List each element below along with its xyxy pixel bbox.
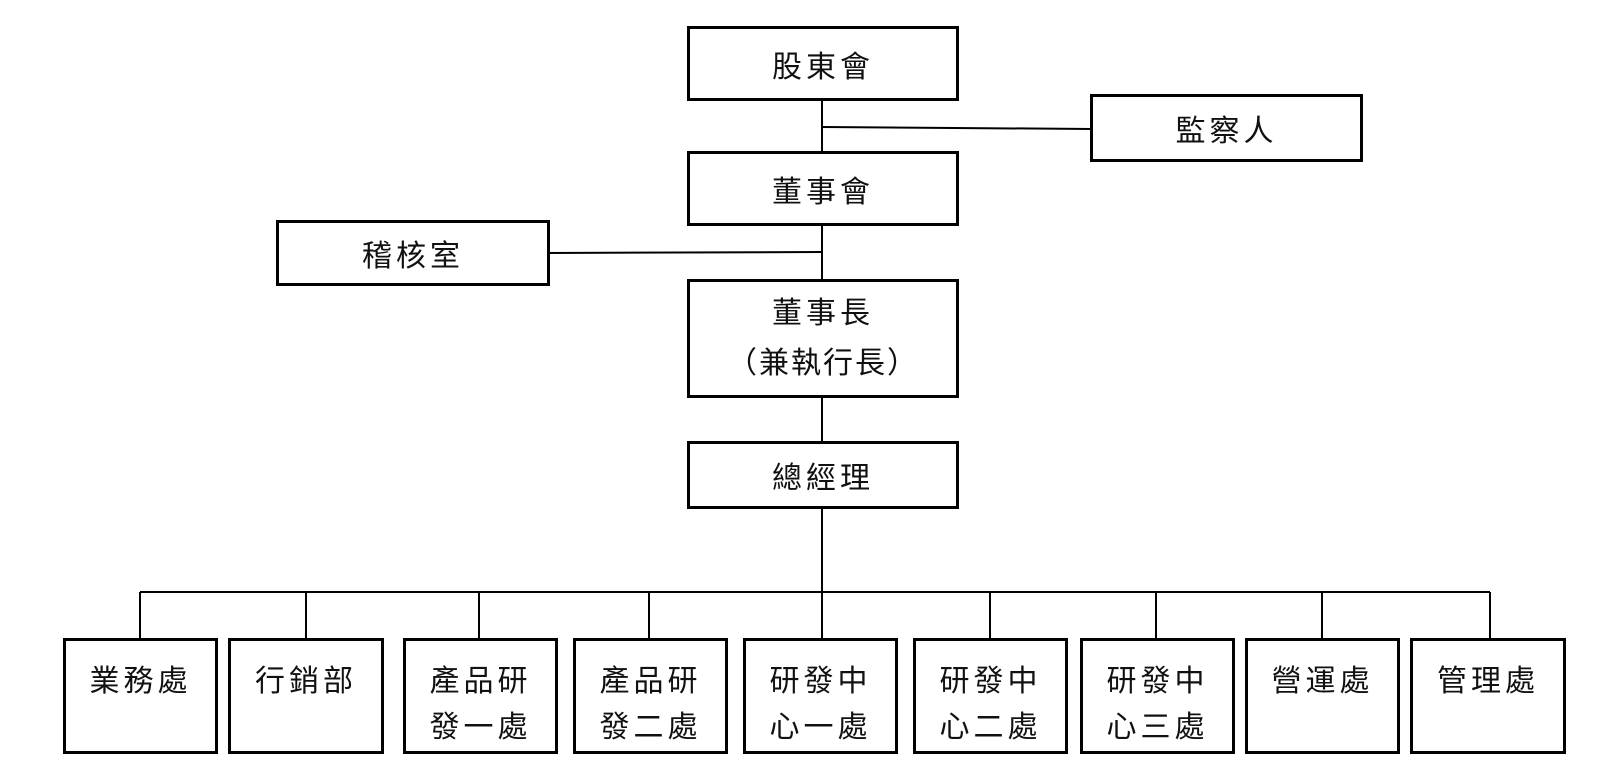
supervisor-label: 監察人 [1175,114,1278,149]
department-line2: 發二處 [599,710,702,745]
department-line1: 研發中 [939,664,1042,699]
department-line2: 發一處 [429,710,532,745]
department-box: 研發中 心二處 [913,638,1068,754]
audit-label: 稽核室 [362,239,464,274]
department-box: 研發中 心三處 [1080,638,1235,754]
department-box: 產品研 發一處 [403,638,558,754]
department-line1: 研發中 [1106,664,1209,699]
general-manager-label: 總經理 [772,461,874,496]
board-box: 董事會 [687,151,959,226]
general-manager-box: 總經理 [687,441,959,509]
chairman-subtitle: （兼執行長） [727,345,919,381]
shareholders-box: 股東會 [687,26,959,101]
department-box: 產品研 發二處 [573,638,728,754]
department-line1: 產品研 [599,664,702,699]
chairman-box: 董事長 （兼執行長） [687,279,959,398]
department-line2: 心一處 [769,710,872,745]
department-line1: 營運處 [1271,664,1374,699]
connector-audit [547,251,823,254]
department-line1: 研發中 [769,664,872,699]
connector-supervisor [821,126,1093,130]
department-line1: 產品研 [429,664,532,699]
department-line2: 心三處 [1106,710,1209,745]
department-line1: 行銷部 [255,664,357,699]
department-box: 管理處 [1410,638,1566,754]
department-line1: 業務處 [89,664,192,699]
department-line2: 心二處 [939,710,1042,745]
shareholders-label: 股東會 [772,49,874,85]
board-label: 董事會 [772,174,874,210]
supervisor-box: 監察人 [1090,94,1363,162]
department-box: 業務處 [63,638,218,754]
department-line1: 管理處 [1437,664,1539,699]
chairman-title: 董事長 [772,295,874,331]
department-box: 營運處 [1245,638,1400,754]
department-box: 研發中 心一處 [743,638,898,754]
audit-box: 稽核室 [276,220,550,286]
department-box: 行銷部 [228,638,384,754]
